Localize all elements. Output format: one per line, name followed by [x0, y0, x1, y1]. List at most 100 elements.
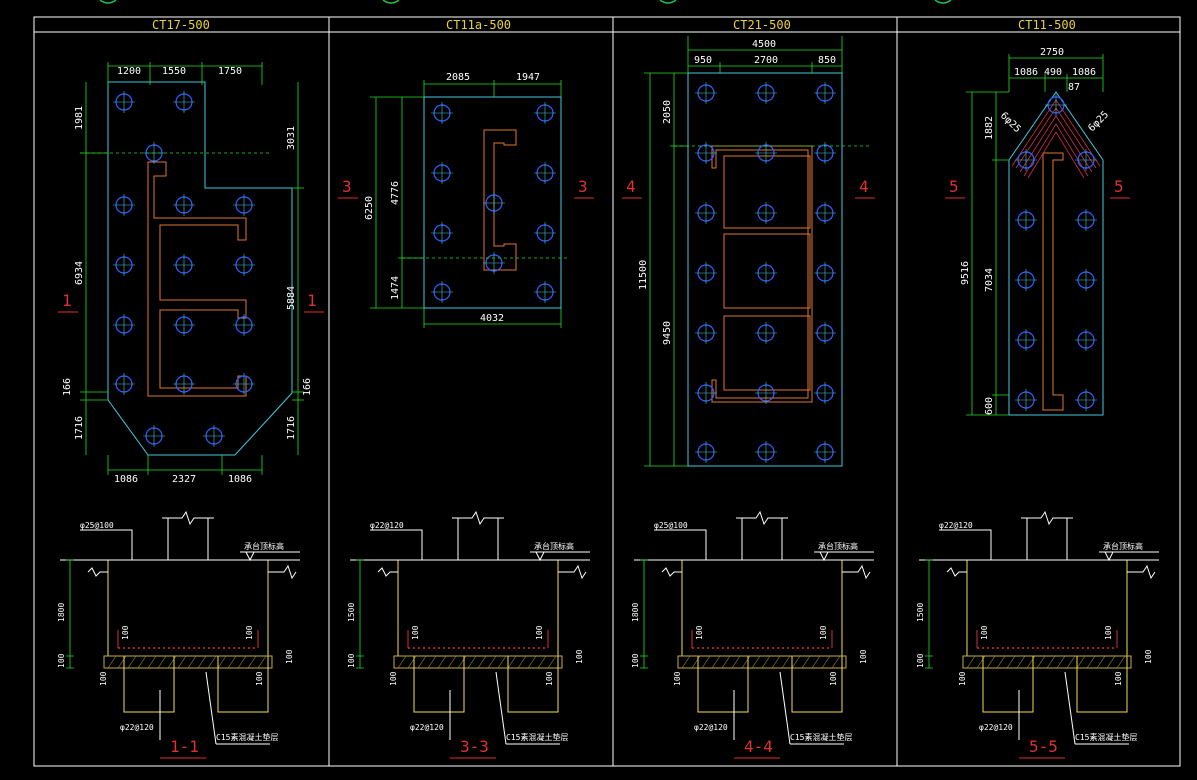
pile-icon — [173, 373, 195, 395]
top-rebar-label: φ25@100 — [80, 521, 114, 530]
pile-icon — [1075, 329, 1097, 351]
top-partial-marks — [99, 0, 952, 4]
pile-icon — [113, 314, 135, 336]
pile-group — [1015, 94, 1097, 411]
pile-icon — [534, 222, 556, 244]
dim-top-2: 2700 — [754, 55, 778, 66]
top-rebar-label: φ22@120 — [939, 521, 973, 530]
bottom-rebar-label: φ22@120 — [410, 723, 444, 732]
cap-depth-dim: 1800 — [57, 603, 66, 622]
section-mark-left: 4 — [626, 177, 636, 196]
pile-icon — [233, 194, 255, 216]
pile-icon — [1075, 389, 1097, 411]
cap-top-elevation-label: 承台顶标高 — [534, 541, 574, 551]
plan-ct11: 2750 1086 490 1086 87 6φ25 6φ25 9516 188… — [945, 47, 1130, 416]
cap-top-elevation-label: 承台顶标高 — [1103, 541, 1143, 551]
pile-icon — [755, 262, 777, 284]
dim-left-1: 1981 — [74, 106, 85, 130]
rebar-hook-dim: 100 — [695, 625, 704, 640]
top-rebar-label: φ22@120 — [370, 521, 404, 530]
pile-icon — [173, 254, 195, 276]
dim-right-4: 1716 — [286, 416, 297, 440]
pile-icon — [143, 425, 165, 447]
section-mark-right: 3 — [578, 177, 588, 196]
cap-outline — [687, 72, 843, 467]
cushion-label: C15素混凝土垫层 — [506, 732, 568, 742]
pile-icon — [431, 222, 453, 244]
cover-dim: 100 — [347, 653, 356, 668]
pile-icon — [233, 373, 255, 395]
pile-icon — [233, 254, 255, 276]
section-mark-left: 3 — [342, 177, 352, 196]
core-wall — [711, 145, 813, 403]
dim-left-1: 11500 — [638, 260, 649, 290]
pile-group — [113, 91, 255, 447]
cap-depth-dim: 1800 — [631, 603, 640, 622]
dim-top-2: 1550 — [162, 66, 186, 77]
dim-right-2: 1474 — [390, 276, 401, 300]
cover-dim: 100 — [631, 653, 640, 668]
pile-icon — [1015, 149, 1037, 171]
rebar-right-label: 6φ25 — [1086, 109, 1111, 134]
cover-dim: 100 — [57, 653, 66, 668]
dim-left-1: 9516 — [960, 261, 971, 285]
sheet-frame — [33, 16, 1181, 767]
pile-icon — [1075, 149, 1097, 171]
pile-icon — [695, 322, 717, 344]
pile-icon — [814, 142, 836, 164]
section-title: 5-5 — [1029, 737, 1058, 756]
dim-bottom-1: 4032 — [480, 313, 504, 324]
pile-icon — [1075, 209, 1097, 231]
pile-icon — [1015, 389, 1037, 411]
rebar-hook-dim: 100 — [121, 625, 130, 640]
pile-icon — [695, 382, 717, 404]
rebar-hook-dim: 100 — [411, 625, 420, 640]
pile-icon — [695, 142, 717, 164]
pile-icon — [755, 82, 777, 104]
dim-top-1: 1086 — [1014, 67, 1038, 78]
pile-icon — [695, 202, 717, 224]
dim-left-4: 1716 — [74, 416, 85, 440]
pile-group — [695, 82, 836, 463]
dim-right-1: 2050 — [662, 100, 673, 124]
dim-bottom-3: 1086 — [228, 474, 252, 485]
bottom-rebar-label: φ22@120 — [120, 723, 154, 732]
pile-icon — [233, 314, 255, 336]
cap-top-elevation-label: 承台顶标高 — [818, 541, 858, 551]
pile-icon — [113, 254, 135, 276]
pile-icon — [1045, 94, 1067, 116]
cap-depth-dim: 1500 — [347, 603, 356, 622]
dim-top-3: 1750 — [218, 66, 242, 77]
cap-outline — [423, 96, 562, 309]
dim-right-3: 600 — [984, 397, 995, 415]
pile-icon — [534, 281, 556, 303]
section-mark-left: 5 — [949, 177, 959, 196]
cap-outline — [1008, 91, 1104, 416]
core-wall — [147, 161, 247, 397]
pile-icon — [1015, 209, 1037, 231]
pile-icon — [755, 202, 777, 224]
pile-icon — [695, 82, 717, 104]
pile-icon — [173, 314, 195, 336]
section-mark-right: 4 — [859, 177, 869, 196]
section-mark-right: 5 — [1114, 177, 1124, 196]
pile-embed-dim: 100 — [673, 671, 682, 686]
plan-ct11a: 2085 1947 4032 6250 4776 1474 3 3 — [338, 72, 594, 328]
pile-icon — [113, 373, 135, 395]
pile-icon — [173, 194, 195, 216]
rebar-hook-dim: 100 — [535, 625, 544, 640]
pile-embed-dim: 100 — [958, 671, 967, 686]
dim-top-1: 1200 — [117, 66, 141, 77]
dim-left-1: 6250 — [364, 196, 375, 220]
pile-icon — [1015, 329, 1037, 351]
dim-right-2: 5884 — [286, 286, 297, 310]
panel-title-ct11: CT11-500 — [1018, 18, 1076, 32]
dim-left-3: 166 — [62, 378, 73, 396]
cushion-dim: 100 — [859, 649, 868, 664]
section-details: φ25@100 承台顶标高 1800 100 100 100 100 100 100 φ22@12… — [57, 510, 1159, 759]
cushion-label: C15素混凝土垫层 — [1075, 732, 1137, 742]
rebar-left-label: 6φ25 — [998, 110, 1023, 135]
cap-top-elevation-label: 承台顶标高 — [244, 541, 284, 551]
